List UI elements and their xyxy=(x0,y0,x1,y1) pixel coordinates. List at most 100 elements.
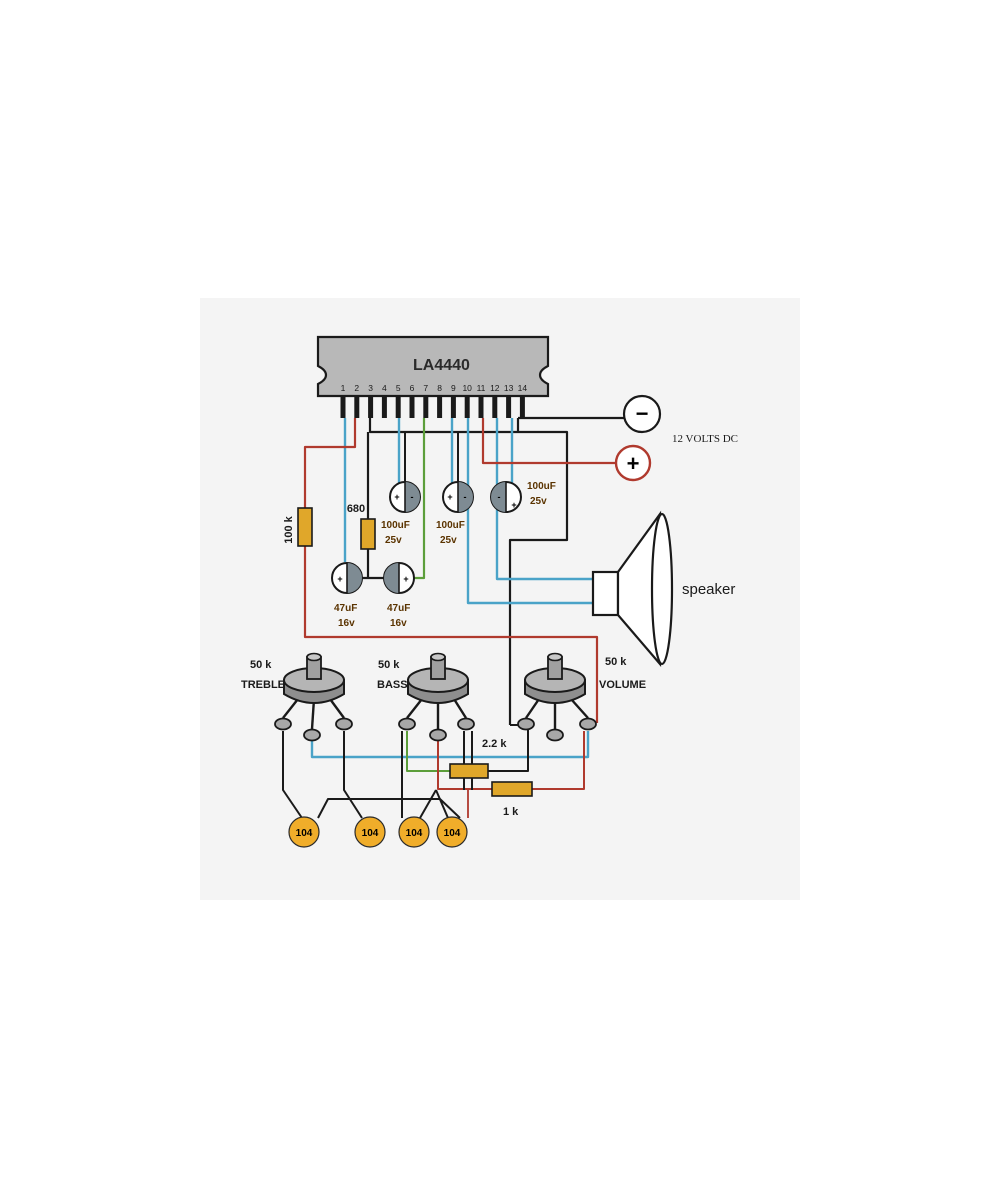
capacitor-c2: + - 100uF 25v xyxy=(436,481,474,546)
potentiometers xyxy=(274,652,597,742)
ceramic-cap-4: 104 xyxy=(436,816,468,848)
capacitor-c1: + - 100uF 25v xyxy=(381,481,421,546)
resistor-2-2k: 2.2 k xyxy=(449,738,507,779)
ic-pin-label-4: 4 xyxy=(382,383,387,393)
wire-100k-return xyxy=(303,546,599,723)
wire-bass-red xyxy=(437,739,492,790)
pot-bass-value: 50 k xyxy=(378,659,400,671)
ic-pin-9 xyxy=(450,396,456,418)
ic-name: LA4440 xyxy=(413,357,470,374)
negative-sign: − xyxy=(636,401,649,426)
pot-bass-leg-3 xyxy=(452,698,468,719)
ic-pin-label-6: 6 xyxy=(410,383,415,393)
capacitor-c3-value: 100uF xyxy=(527,481,556,492)
capacitor-c5-plus: + xyxy=(403,574,408,584)
capacitor-c2-value: 100uF xyxy=(436,520,465,531)
ceramic-cap-4-body xyxy=(436,816,468,848)
speaker: speaker xyxy=(591,510,735,667)
wire-pin12-speaker xyxy=(495,418,593,581)
speaker-magnet xyxy=(591,570,620,617)
wire-treble-ceramic-2 xyxy=(343,731,363,819)
capacitor-c3-voltage: 25v xyxy=(530,496,547,507)
wire-2k2-volume xyxy=(488,730,529,772)
wire-treble-ceramic-1 xyxy=(282,731,303,819)
wire-pin7-green xyxy=(414,418,426,580)
pot-volume-lug-3 xyxy=(579,717,597,731)
ic-pin-4 xyxy=(381,396,387,418)
ic-pin-11 xyxy=(478,396,484,418)
ic-pin-13 xyxy=(506,396,512,418)
capacitor-c2-voltage: 25v xyxy=(440,535,457,546)
ic-pin-10 xyxy=(464,396,470,418)
ic-pin-3 xyxy=(368,396,374,418)
pot-volume-value: 50 k xyxy=(605,656,627,668)
ic-pin-8 xyxy=(437,396,443,418)
pot-volume-shaft-cap xyxy=(547,652,563,662)
ic-pin-label-13: 13 xyxy=(504,383,514,393)
pot-bass-shaft-cap xyxy=(430,652,446,662)
ceramic-cap-2-label: 104 xyxy=(362,828,379,839)
pot-treble-name: TREBLE xyxy=(241,679,285,691)
pot-bass-name: BASS xyxy=(377,679,408,691)
capacitor-c5-shade xyxy=(384,563,399,593)
ic-pin-label-5: 5 xyxy=(396,383,401,393)
resistor-100k-label: 100 k xyxy=(283,515,295,543)
wire-pin2-red xyxy=(303,418,357,508)
wire-pin10-speaker xyxy=(466,418,593,605)
ic-pin-1 xyxy=(340,396,346,418)
capacitor-c2-shade xyxy=(458,482,473,512)
resistor-1k-label: 1 k xyxy=(503,806,519,818)
pot-volume xyxy=(517,652,597,742)
pot-treble-lug-1 xyxy=(274,717,292,731)
wire-ceramic-red xyxy=(440,788,469,818)
pot-treble xyxy=(274,652,353,742)
wire-ceramic-bridge xyxy=(317,798,461,819)
resistor-680-label: 680 xyxy=(347,503,365,515)
positive-circle xyxy=(614,444,652,482)
capacitor-c4-shade xyxy=(347,563,362,593)
ic-pin-label-8: 8 xyxy=(437,383,442,393)
ic-pin-label-9: 9 xyxy=(451,383,456,393)
pot-volume-lug-2 xyxy=(546,728,564,742)
ceramic-cap-2-body xyxy=(354,816,386,848)
ceramic-cap-2: 104 xyxy=(354,816,386,848)
wire-pin11-positive xyxy=(481,418,618,465)
capacitor-c3-minus: - xyxy=(498,492,501,502)
wire-bass-ceramic-2 xyxy=(419,789,437,819)
capacitor-c2-minus: - xyxy=(464,492,467,502)
capacitor-c1-shade xyxy=(405,482,420,512)
ic-pin-label-2: 2 xyxy=(354,383,359,393)
pot-volume-lug-1 xyxy=(517,717,535,731)
ic-pin-12 xyxy=(492,396,498,418)
ic-pin-2 xyxy=(354,396,360,418)
capacitor-c4-plus: + xyxy=(337,574,342,584)
capacitor-c4-voltage: 16v xyxy=(338,618,355,629)
ceramic-cap-4-label: 104 xyxy=(444,828,461,839)
wire-volume-1k-red xyxy=(532,731,585,790)
pot-treble-leg-3 xyxy=(329,698,345,719)
ceramic-cap-3: 104 xyxy=(398,816,430,848)
ceramic-cap-1-body xyxy=(288,816,320,848)
pot-volume-leg-3 xyxy=(570,698,589,719)
resistor-680-body xyxy=(360,518,376,550)
pot-bass xyxy=(398,652,475,742)
power-label: 12 VOLTS DC xyxy=(672,433,738,445)
capacitor-c4-value: 47uF xyxy=(334,603,357,614)
resistor-100k: 100 k xyxy=(283,507,313,547)
capacitor-c3: - + 100uF 25v xyxy=(490,481,556,513)
power-positive-terminal: + xyxy=(614,444,652,482)
power-negative-terminal: − xyxy=(622,394,662,434)
pot-treble-leg-1 xyxy=(282,698,299,719)
ic-pin-legs xyxy=(340,396,525,418)
diagram-panel xyxy=(200,298,800,900)
negative-circle xyxy=(622,394,662,434)
wires xyxy=(282,416,624,819)
resistor-1k: 1 k xyxy=(491,781,533,818)
capacitor-c2-plus: + xyxy=(447,492,452,502)
ic-pin-7 xyxy=(423,396,429,418)
capacitor-c3-shade xyxy=(491,482,506,512)
resistor-1k-body xyxy=(491,781,533,797)
ceramic-cap-3-label: 104 xyxy=(406,828,423,839)
